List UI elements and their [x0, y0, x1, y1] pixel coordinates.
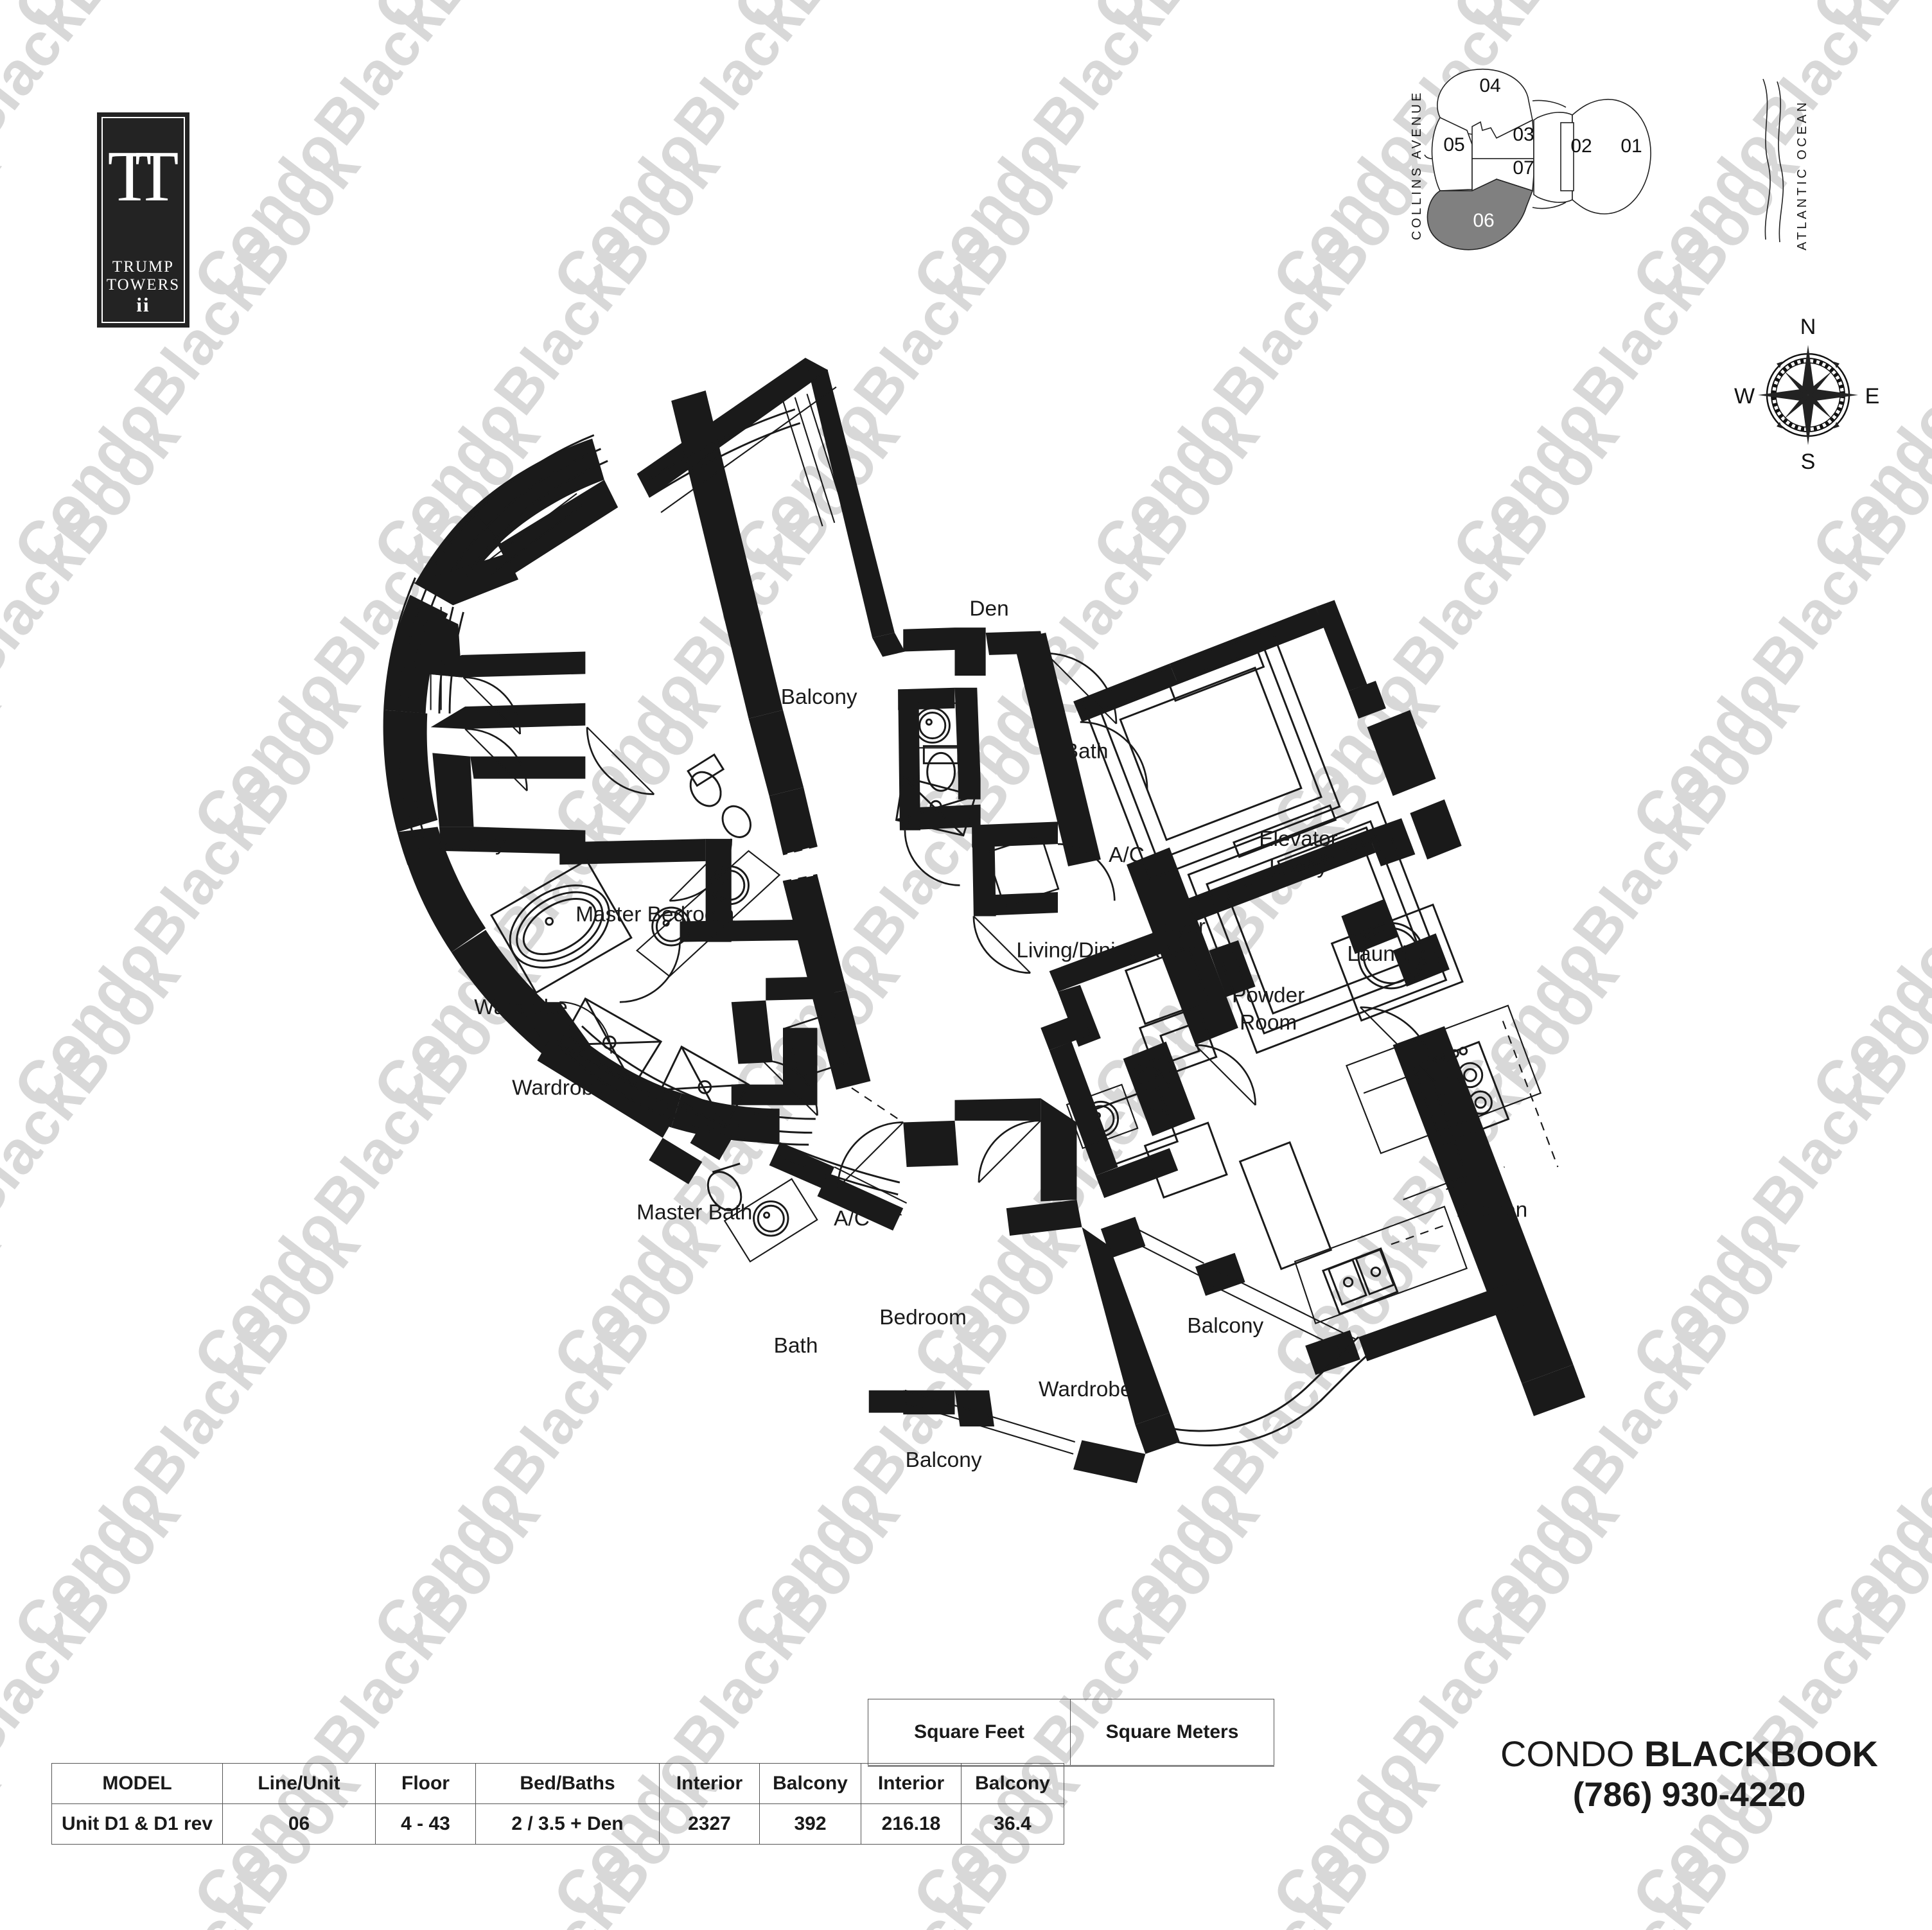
- brand-name-blackbook: BLACKBOOK: [1644, 1733, 1878, 1774]
- keyplate-cell-06-highlighted: [1427, 179, 1534, 250]
- trump-towers-logo: TT TRUMP TOWERS ii: [97, 112, 189, 328]
- keyplate-label-01: 01: [1620, 136, 1642, 157]
- watermark-text: CondoBlackBook: [360, 0, 733, 43]
- column-header-sqm-interior: Interior: [861, 1763, 962, 1804]
- room-label-elevator-lobby-line1: Elevator: [1259, 827, 1338, 851]
- compass-label-west: W: [1734, 384, 1755, 408]
- room-labels: Den Balcony Balcony Master Bedroom Wardr…: [430, 597, 1527, 1471]
- watermark-text: CondoBlackBook: [1798, 0, 1932, 43]
- column-header-floor: Floor: [375, 1763, 476, 1804]
- cell-sqm-interior: 216.18: [861, 1803, 962, 1845]
- ocean-wave-icon: [1762, 78, 1784, 243]
- brand-name-condo: CONDO: [1500, 1733, 1635, 1774]
- room-label-wardrobe-3: Wardrobe: [1039, 1378, 1132, 1401]
- column-header-sqm-balcony: Balcony: [961, 1763, 1064, 1804]
- watermark-text: CondoBlackBook: [0, 132, 13, 582]
- column-header-bed-baths: Bed/Baths: [475, 1763, 660, 1804]
- cell-line-unit: 06: [222, 1803, 376, 1845]
- door-swings: [462, 652, 1436, 1188]
- watermark-text: CondoBlackBook: [1798, 671, 1932, 1121]
- keyplate-label-02: 02: [1570, 136, 1592, 157]
- group-header-square-feet: Square Feet: [868, 1699, 1071, 1767]
- keyplate-label-06: 06: [1473, 210, 1494, 231]
- watermark-text: CondoBlackBook: [1798, 1211, 1932, 1661]
- room-label-bedroom: Bedroom: [879, 1306, 967, 1329]
- room-label-living-dining: Living/Dining Room: [1016, 939, 1202, 963]
- room-label-master-bath: Master Bath: [637, 1201, 752, 1225]
- column-header-sqft-balcony: Balcony: [759, 1763, 861, 1804]
- watermark-text: CondoBlackBook: [0, 671, 13, 1121]
- room-label-foyer: Foyer: [1151, 915, 1206, 938]
- watermark-text: CondoBlackBook: [0, 0, 14, 43]
- room-label-wardrobe-1: Wardrobe: [474, 996, 568, 1019]
- column-header-sqft-interior: Interior: [659, 1763, 760, 1804]
- logo-monogram: TT: [107, 137, 179, 216]
- compass-label-north: N: [1800, 315, 1816, 339]
- room-label-ac-lower: A/C: [834, 1207, 870, 1231]
- logo-line-ii: ii: [136, 294, 150, 317]
- room-label-balcony-west: Balcony: [430, 832, 506, 855]
- cell-sqft-interior: 2327: [659, 1803, 760, 1845]
- condoblackbook-branding: CONDO BLACKBOOK (786) 930-4220: [1464, 1733, 1914, 1815]
- room-label-powder-room-line1: Powder: [1232, 983, 1304, 1007]
- keyplate-label-05: 05: [1443, 134, 1464, 155]
- logo-line-towers: TOWERS: [106, 276, 180, 294]
- room-label-wardrobe-2: Wardrobe: [512, 1076, 606, 1100]
- watermark-text: CondoBlackBook: [1079, 0, 1453, 43]
- watermark-text: CondoBlackBook: [0, 941, 193, 1391]
- room-label-balcony-south: Balcony: [906, 1448, 982, 1472]
- floor-plan-drawing: Den Balcony Balcony Master Bedroom Wardr…: [383, 358, 1586, 1484]
- compass-label-east: E: [1865, 384, 1880, 408]
- keyplate-cell-04: [1437, 69, 1533, 139]
- group-header-square-meters: Square Meters: [1070, 1699, 1274, 1767]
- room-label-ac-upper: A/C: [1109, 843, 1145, 867]
- column-header-model: MODEL: [51, 1763, 223, 1804]
- room-label-laundry: Laundry: [1348, 942, 1425, 966]
- building-key-plate: 04 05 03 07 02 01 06: [1424, 69, 1651, 250]
- cell-bed-baths: 2 / 3.5 + Den: [475, 1803, 660, 1845]
- room-label-powder-room-line2: Room: [1240, 1011, 1297, 1035]
- unit-spec-table: MODEL Line/Unit Floor Bed/Baths Interior…: [51, 1763, 1064, 1845]
- keyplate-label-04: 04: [1479, 75, 1500, 96]
- watermark-text: CondoBlackBook: [0, 401, 193, 852]
- room-label-balcony-east: Balcony: [1187, 1314, 1263, 1338]
- logo-line-trump: TRUMP: [112, 258, 175, 276]
- keyplate-label-03: 03: [1513, 124, 1534, 145]
- room-label-master-bedroom: Master Bedroom: [575, 903, 734, 927]
- watermark-text: CondoBlackBook: [0, 1750, 14, 1930]
- compass-rose: N S E W: [1734, 315, 1880, 474]
- compass-label-south: S: [1801, 450, 1816, 474]
- watermark-text: CondoBlackBook: [1439, 0, 1813, 43]
- watermark-text: CondoBlackBook: [0, 0, 374, 43]
- watermark-text: CondoBlackBook: [0, 1211, 13, 1661]
- brand-name: CONDO BLACKBOOK: [1464, 1733, 1914, 1775]
- thin-linework: [383, 369, 1559, 1455]
- atlantic-ocean-label: ATLANTIC OCEAN: [1795, 100, 1809, 250]
- keyplate-cell-01: [1572, 99, 1651, 215]
- cell-model: Unit D1 & D1 rev: [51, 1803, 223, 1845]
- cell-floor: 4 - 43: [375, 1803, 476, 1845]
- room-label-den: Den: [969, 597, 1008, 620]
- logo-inner-frame: TT TRUMP TOWERS ii: [101, 117, 185, 323]
- table-header-row: MODEL Line/Unit Floor Bed/Baths Interior…: [51, 1763, 1064, 1804]
- room-label-bath-lower: Bath: [774, 1334, 818, 1358]
- logo-wordmark: TRUMP TOWERS ii: [107, 258, 180, 317]
- room-label-elevator-lobby-line2: Lobby: [1269, 855, 1328, 879]
- keyplate-label-07: 07: [1513, 157, 1534, 179]
- structural-walls: [383, 358, 1586, 1484]
- watermark-text: CondoBlackBook: [0, 1480, 193, 1930]
- cell-sqft-balcony: 392: [759, 1803, 861, 1845]
- room-label-kitchen: Kitchen: [1456, 1198, 1527, 1222]
- room-label-balcony-north: Balcony: [781, 685, 857, 709]
- table-row: Unit D1 & D1 rev 06 4 - 43 2 / 3.5 + Den…: [51, 1803, 1064, 1845]
- cell-sqm-balcony: 36.4: [961, 1803, 1064, 1845]
- watermark-text: CondoBlackBook: [1079, 1750, 1453, 1930]
- watermark-text: CondoBlackBook: [719, 0, 1093, 43]
- unit-group-header-table: Square Feet Square Meters: [868, 1699, 1274, 1767]
- room-label-bath-upper: Bath: [1064, 739, 1109, 763]
- keyplate-shaft: [1560, 122, 1574, 191]
- brand-phone: (786) 930-4220: [1572, 1775, 1806, 1814]
- column-header-line-unit: Line/Unit: [222, 1763, 376, 1804]
